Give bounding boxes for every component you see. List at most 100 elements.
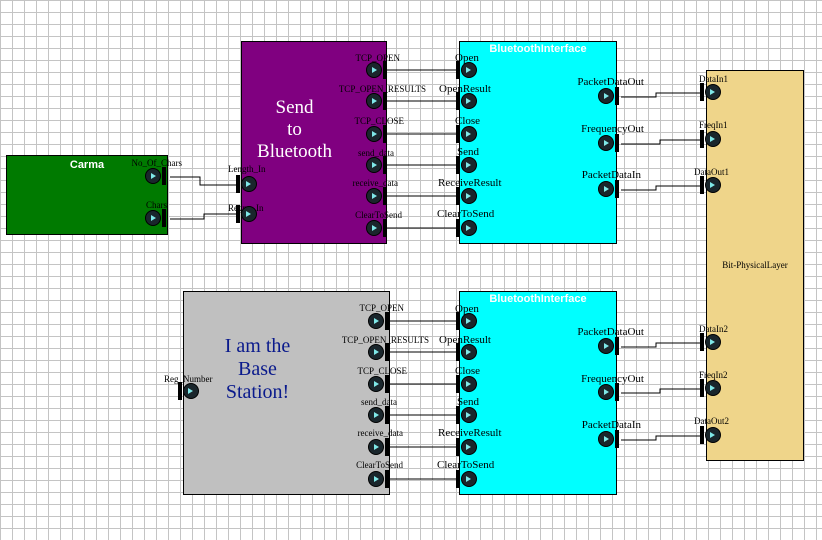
bt-bottom-port-close[interactable] <box>456 375 478 394</box>
send-port-tcp-open-results[interactable] <box>366 92 388 111</box>
bt-top-port-open-result[interactable] <box>456 92 478 111</box>
bt-top-port-packet-data-out[interactable] <box>598 87 620 106</box>
bt-bottom-port-send[interactable] <box>456 406 478 425</box>
port-knob-icon <box>241 176 257 192</box>
bt-bottom-port-frequency-out[interactable] <box>598 383 620 402</box>
bt-bottom-port-receive-result[interactable] <box>456 438 478 457</box>
carma-port-chars[interactable] <box>145 209 167 228</box>
port-knob-icon <box>145 168 161 184</box>
base-port-label-send-data: send_data <box>361 397 397 407</box>
wire-carma-to-send-length <box>170 176 236 186</box>
physical-label-data-out-2: DataOut2 <box>694 416 729 426</box>
bt-top-label-close: Close <box>455 115 481 127</box>
base-block-line-3: Station! <box>225 381 290 403</box>
base-port-tcp-open-results[interactable] <box>368 343 390 362</box>
base-port-tcp-open[interactable] <box>368 312 390 331</box>
bt-top-label-packet-data-out: PacketDataOut <box>577 76 644 88</box>
port-knob-icon <box>366 62 382 78</box>
bt-bottom-label-clear-to-send: ClearToSend <box>437 459 495 471</box>
bt-top-port-clear-to-send[interactable] <box>456 219 478 238</box>
port-knob-icon <box>598 431 614 447</box>
carma-title: Carma <box>69 159 105 171</box>
bt-top-port-frequency-out[interactable] <box>598 134 620 153</box>
carma-port-no-of-chars[interactable] <box>145 167 167 186</box>
port-knob-icon <box>461 126 477 142</box>
port-knob-icon <box>461 313 477 329</box>
bt-bottom-port-open[interactable] <box>456 312 478 331</box>
physical-port-data-out-1[interactable] <box>700 176 722 195</box>
carma-port-label-no-of-chars: No_Of_Chars <box>131 158 183 168</box>
bt-bottom-title: BluetoothInterface <box>489 293 587 305</box>
send-port-label-tcp-open-results: TCP_OPEN_RESULTS <box>338 84 426 94</box>
port-knob-icon <box>366 188 382 204</box>
base-port-label-receive-data: receive_data <box>357 428 403 438</box>
send-port-label-clear-to-send: ClearToSend <box>355 210 402 220</box>
send-port-length-in[interactable] <box>236 175 258 194</box>
bt-top-port-open[interactable] <box>456 61 478 80</box>
physical-port-data-in-2[interactable] <box>700 333 722 352</box>
send-port-receive-data[interactable] <box>366 187 388 206</box>
port-knob-icon <box>461 62 477 78</box>
carma-block[interactable]: Carma <box>6 155 168 235</box>
bt-bottom-port-packet-data-out[interactable] <box>598 337 620 356</box>
send-to-bluetooth-block[interactable]: Send to Bluetooth <box>241 41 387 244</box>
port-knob-icon <box>705 84 721 100</box>
bt-top-label-receive-result: ReceiveResult <box>438 177 502 189</box>
physical-label-data-in-1: DataIn1 <box>699 74 728 84</box>
port-knob-icon <box>368 407 384 423</box>
physical-port-data-out-2[interactable] <box>700 426 722 445</box>
physical-port-freq-in-2[interactable] <box>700 379 722 398</box>
wire-carma-to-send-regno <box>170 213 236 220</box>
send-port-clear-to-send[interactable] <box>366 219 388 238</box>
port-knob-icon <box>368 344 384 360</box>
send-port-regno-in[interactable] <box>236 205 258 224</box>
base-port-label-tcp-open-results: TCP_OPEN_RESULTS <box>341 335 429 345</box>
port-knob-icon <box>368 313 384 329</box>
wire-packet-in-top <box>621 185 700 191</box>
send-port-send-data[interactable] <box>366 156 388 175</box>
send-block-line-3: Bluetooth <box>257 140 332 162</box>
bt-top-label-packet-data-in: PacketDataIn <box>581 169 641 181</box>
bt-top-port-send[interactable] <box>456 156 478 175</box>
base-port-label-tcp-close: TCP_CLOSE <box>357 366 407 376</box>
bt-bottom-port-clear-to-send[interactable] <box>456 470 478 489</box>
base-port-label-tcp-open: TCP_OPEN <box>359 303 404 313</box>
port-knob-icon <box>598 338 614 354</box>
port-knob-icon <box>461 93 477 109</box>
carma-port-label-chars: Chars <box>146 200 167 210</box>
port-knob-icon <box>366 157 382 173</box>
base-port-clear-to-send[interactable] <box>368 470 390 489</box>
bt-top-port-packet-data-in[interactable] <box>598 180 620 199</box>
base-block-line-2: Base <box>238 358 277 380</box>
bluetooth-interface-bottom-block[interactable]: BluetoothInterface <box>459 291 617 495</box>
port-knob-icon <box>705 131 721 147</box>
base-port-send-data[interactable] <box>368 406 390 425</box>
send-port-tcp-close[interactable] <box>366 125 388 144</box>
base-port-tcp-close[interactable] <box>368 375 390 394</box>
bit-physical-layer-block[interactable]: Bit-PhysicalLayer <box>706 70 804 461</box>
port-knob-icon <box>705 334 721 350</box>
bt-bottom-port-packet-data-in[interactable] <box>598 430 620 449</box>
port-knob-icon <box>598 384 614 400</box>
physical-port-data-in-1[interactable] <box>700 83 722 102</box>
physical-port-freq-in-1[interactable] <box>700 130 722 149</box>
base-port-label-clear-to-send: ClearToSend <box>356 460 403 470</box>
port-knob-icon <box>368 471 384 487</box>
bt-top-port-receive-result[interactable] <box>456 187 478 206</box>
base-port-reg-number[interactable] <box>178 382 200 401</box>
send-port-tcp-open[interactable] <box>366 61 388 80</box>
port-knob-icon <box>241 206 257 222</box>
base-port-label-reg-number: Reg_Number <box>164 374 213 384</box>
wire-freq-out-top <box>621 139 700 145</box>
base-station-block[interactable]: I am the Base Station! <box>183 291 390 495</box>
base-port-receive-data[interactable] <box>368 438 390 457</box>
port-knob-icon <box>461 376 477 392</box>
physical-label-freq-in-2: FreqIn2 <box>699 370 728 380</box>
send-port-label-length-in: Length_In <box>228 164 266 174</box>
port-knob-icon <box>145 210 161 226</box>
bt-top-port-close[interactable] <box>456 125 478 144</box>
bt-bottom-port-open-result[interactable] <box>456 343 478 362</box>
bluetooth-interface-top-block[interactable]: BluetoothInterface <box>459 41 617 244</box>
